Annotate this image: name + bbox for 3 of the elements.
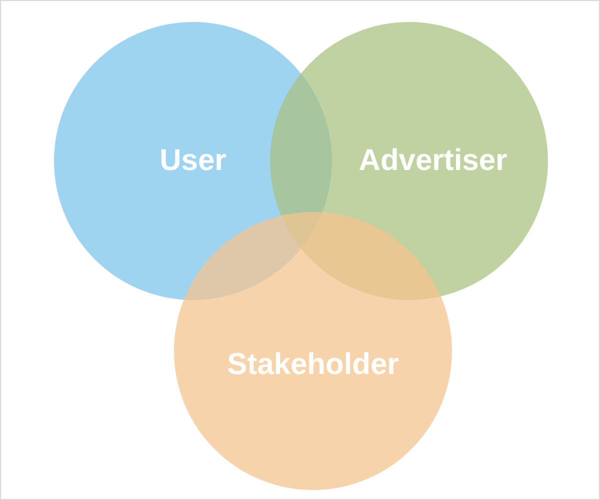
circle-label: Stakeholder — [227, 350, 399, 380]
circle-label: User — [160, 146, 226, 176]
circle-label: Advertiser — [358, 146, 508, 176]
